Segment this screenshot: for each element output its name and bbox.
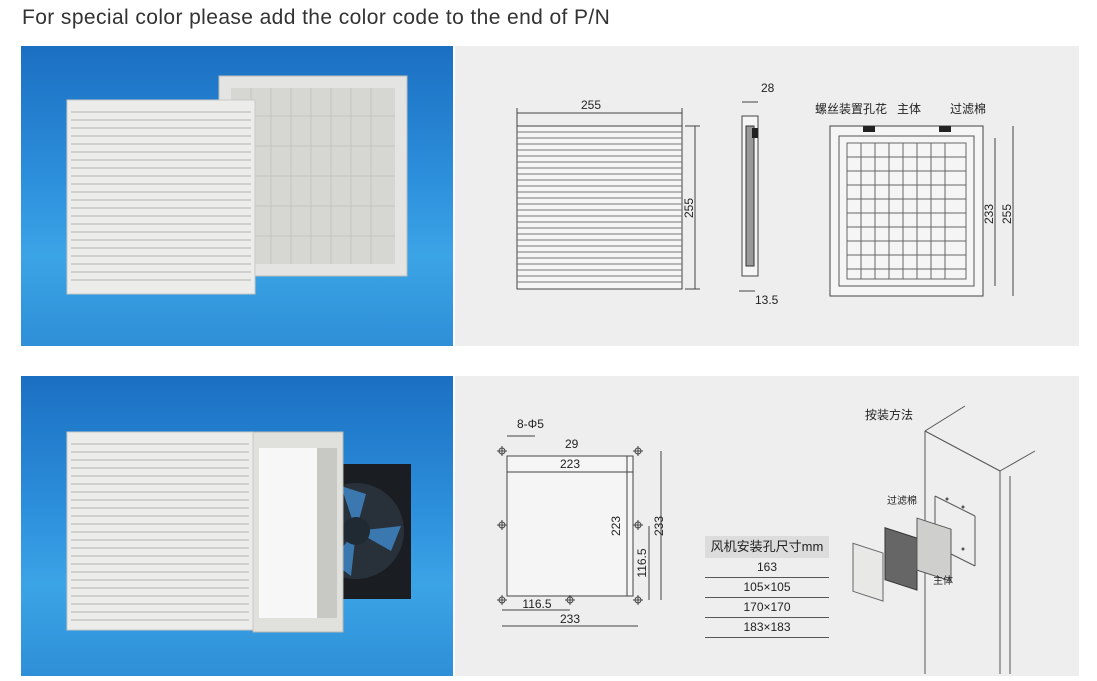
bottom-technical-drawing: 8-Φ5 29 223 223 116.5 233 116.5 233 按装方法 — [497, 405, 1036, 674]
screw-label: 螺丝装置孔花 — [815, 101, 887, 116]
fan-table-row: 105×105 — [705, 578, 829, 598]
front-width-label: 255 — [581, 98, 601, 112]
fan-table-row: 183×183 — [705, 618, 829, 638]
fan-table-header: 风机安装孔尺寸mm — [705, 536, 829, 558]
filter-label: 过滤棉 — [950, 102, 986, 116]
dim-233-v-label: 233 — [652, 516, 666, 536]
body-label: 主体 — [897, 102, 921, 116]
cutout-drawing: 8-Φ5 29 223 223 116.5 233 116.5 233 — [497, 417, 666, 627]
dim-116-v-label: 116.5 — [635, 548, 649, 577]
dim-233-h-label: 233 — [560, 612, 580, 626]
hole-spec-label: 8-Φ5 — [517, 417, 544, 431]
top-technical-drawing: 255 255 28 13.5 — [516, 81, 1014, 307]
dim-223-h-label: 223 — [560, 457, 580, 471]
install-filter-label: 过滤棉 — [887, 494, 917, 507]
outer-dim-label: 255 — [1000, 204, 1014, 224]
filter-drawing-top: 255 255 28 13.5 — [455, 46, 1079, 346]
side-depth-label: 28 — [761, 81, 775, 95]
back-view: 螺丝装置孔花 主体 过滤棉 233 255 — [815, 101, 1014, 297]
installation-drawing: 按装方法 过滤棉 主体 — [852, 405, 1036, 674]
fan-filter-product-image — [66, 431, 411, 633]
fan-table-row: 170×170 — [705, 598, 829, 618]
filter-photo-top — [21, 46, 453, 346]
front-height-label: 255 — [682, 198, 696, 218]
dim-29-label: 29 — [565, 437, 579, 451]
dim-116-h-label: 116.5 — [522, 597, 551, 611]
install-title: 按装方法 — [865, 407, 913, 422]
filter-photo-bottom — [21, 376, 453, 676]
install-body-label: 主体 — [933, 575, 953, 587]
page-title: For special color please add the color c… — [22, 6, 611, 29]
side-offset-label: 13.5 — [755, 293, 779, 307]
dim-223-v-label: 223 — [609, 516, 623, 536]
fan-table-row: 163 — [705, 558, 829, 578]
fan-drawing-bottom: 8-Φ5 29 223 223 116.5 233 116.5 233 按装方法 — [455, 376, 1079, 676]
filter-product-image — [66, 75, 408, 295]
inner-dim-label: 233 — [982, 204, 996, 224]
fan-hole-table: 风机安装孔尺寸mm 163 105×105 170×170 183×183 — [705, 536, 829, 638]
side-view: 28 13.5 — [739, 81, 779, 307]
front-view: 255 255 — [516, 98, 700, 290]
